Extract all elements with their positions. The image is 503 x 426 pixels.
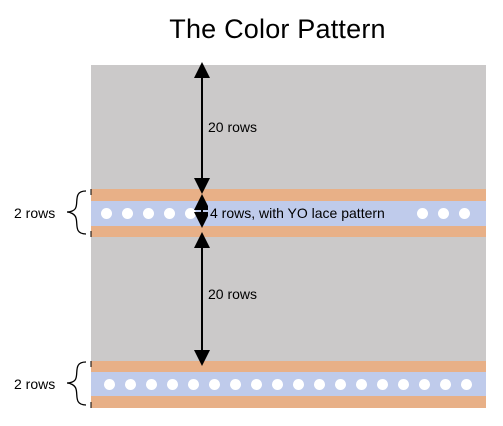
orange-stripe-lower-bottom — [91, 396, 486, 408]
lower-2-rows-label: 2 rows — [14, 376, 56, 392]
upper-brace — [66, 190, 87, 235]
lace-hole — [398, 379, 409, 390]
lace-hole — [209, 379, 220, 390]
lace-hole — [101, 208, 112, 219]
diagram-title: The Color Pattern — [169, 14, 386, 44]
lace-hole — [417, 208, 428, 219]
lace-hole — [125, 379, 136, 390]
lace-hole — [188, 379, 199, 390]
lower-20-rows-label: 20 rows — [208, 286, 258, 302]
lace-hole — [314, 379, 325, 390]
gray-block-lower — [91, 237, 486, 361]
upper-2-rows-label: 2 rows — [14, 205, 56, 221]
upper-20-rows-label: 20 rows — [208, 119, 258, 135]
lace-hole — [272, 379, 283, 390]
lace-hole — [461, 379, 472, 390]
gray-block-upper — [91, 65, 486, 189]
lace-hole — [122, 208, 133, 219]
lace-hole — [185, 208, 196, 219]
orange-stripe-lower-top — [91, 361, 486, 372]
lace-stripe-lower — [91, 372, 486, 396]
lace-hole — [335, 379, 346, 390]
lace-hole — [143, 208, 154, 219]
lace-hole — [164, 208, 175, 219]
lace-hole — [459, 208, 470, 219]
orange-stripe-upper-top — [91, 189, 486, 201]
lace-hole — [230, 379, 241, 390]
lace-rows-label: 4 rows, with YO lace pattern — [208, 205, 387, 221]
orange-stripe-upper-bottom — [91, 226, 486, 237]
lace-hole — [251, 379, 262, 390]
lace-hole — [377, 379, 388, 390]
lace-hole — [104, 379, 115, 390]
lace-hole — [440, 379, 451, 390]
lower-brace — [66, 361, 87, 406]
lace-hole — [419, 379, 430, 390]
lace-hole — [356, 379, 367, 390]
lace-hole — [293, 379, 304, 390]
lace-hole — [167, 379, 178, 390]
lace-hole — [438, 208, 449, 219]
lace-hole — [146, 379, 157, 390]
